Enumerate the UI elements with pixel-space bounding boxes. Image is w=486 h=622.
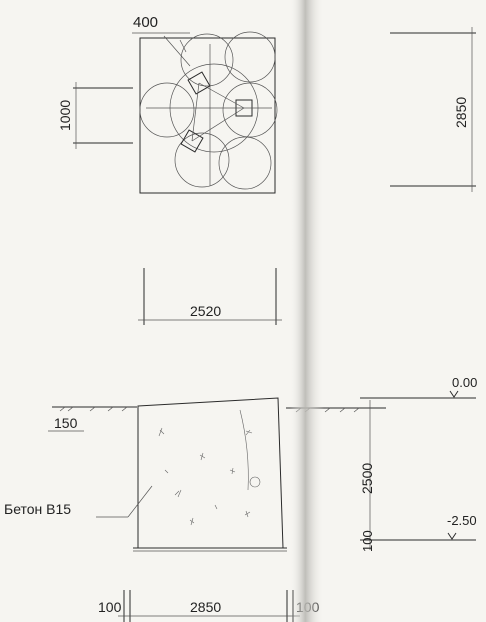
pile-axes — [146, 44, 272, 186]
dim-150-label: 150 — [54, 415, 78, 431]
dim-400-label: 400 — [133, 14, 158, 31]
dim-2520-label: 2520 — [190, 303, 221, 319]
concrete-block — [137, 397, 284, 549]
plan-view: 400 1000 — [57, 14, 278, 194]
dim-2500-label: 2500 — [359, 463, 375, 494]
dim-bottom-2850-label: 2850 — [190, 599, 221, 615]
material-label: Бетон B15 — [4, 501, 71, 517]
dim-bottom-100-left-label: 100 — [98, 599, 122, 615]
level-mark-bottom: -2.50 — [447, 513, 477, 540]
material-callout: Бетон B15 — [4, 485, 153, 518]
ground-hatch-left — [59, 406, 128, 412]
page-fold-shadow — [290, 0, 324, 622]
dim-150: 150 — [48, 415, 84, 432]
dim-2850-vertical-label: 2850 — [453, 97, 469, 128]
level-bottom-label: -2.50 — [447, 513, 477, 528]
level-mark-top: 0.00 — [449, 375, 477, 398]
dim-bottom-chain: 100 2850 100 — [98, 590, 320, 622]
dim-1000-label: 1000 — [57, 100, 73, 131]
pile-squares — [180, 71, 253, 153]
dim-2520: 2520 — [138, 268, 282, 325]
plan-outline — [139, 37, 276, 194]
pile-circles — [139, 31, 278, 190]
dim-2850-vertical: 2850 — [390, 27, 476, 192]
section-view: 150 — [4, 375, 477, 552]
dim-1000: 1000 — [57, 82, 133, 149]
concrete-texture — [158, 409, 261, 526]
dim-100-side-label: 100 — [360, 530, 375, 552]
level-top-label: 0.00 — [452, 375, 477, 390]
dim-400: 400 — [132, 14, 191, 67]
